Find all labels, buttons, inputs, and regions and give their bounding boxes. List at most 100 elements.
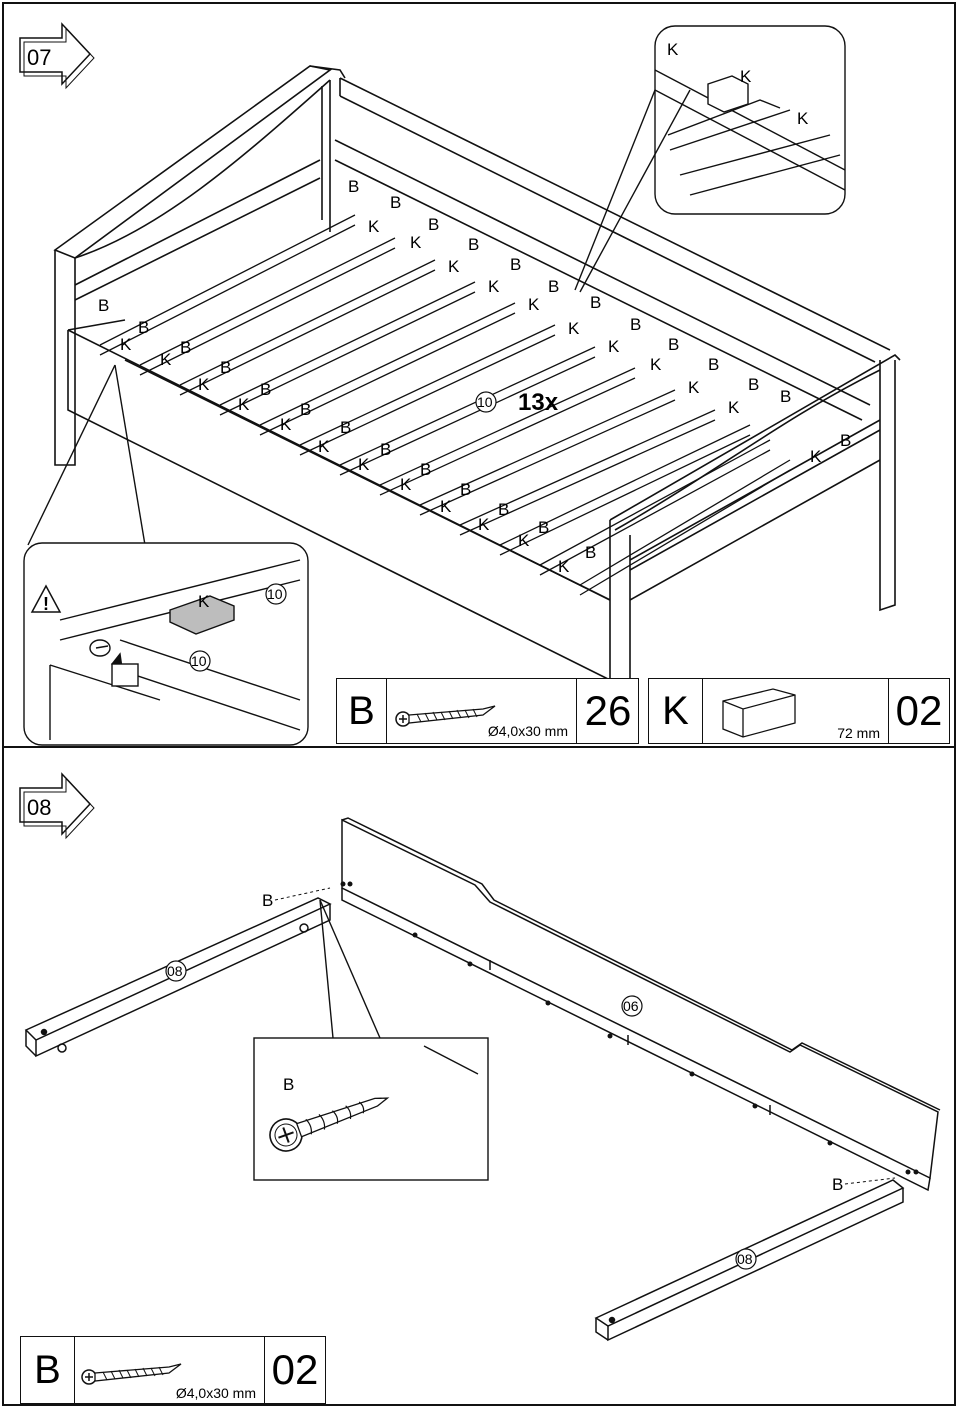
- part-icon-cell: Ø4,0x30 mm: [75, 1337, 265, 1403]
- screw-label: B: [300, 400, 311, 419]
- block-label: K: [528, 295, 540, 314]
- step-07-badge: 07: [19, 22, 95, 90]
- rail-part-circle: [165, 960, 187, 982]
- block-label: K: [410, 233, 422, 252]
- block-label: K: [478, 515, 490, 534]
- screw-label: B: [630, 315, 641, 334]
- slat-part-number: 10: [477, 394, 493, 410]
- svg-text:!: !: [43, 594, 49, 614]
- slats: [99, 214, 791, 596]
- screw-label: B: [260, 380, 271, 399]
- block-label: K: [488, 277, 500, 296]
- block-label: K: [368, 217, 380, 236]
- screw-label: B: [780, 387, 791, 406]
- slat-part-callout: 10 13x: [475, 389, 559, 416]
- part-qty-cell: 02: [889, 679, 949, 743]
- warning-icon: !: [30, 584, 62, 614]
- block-label: K: [688, 378, 700, 397]
- side-panel-holes: [412, 932, 833, 1146]
- screw-label: B: [420, 460, 431, 479]
- slat-count: 13x: [518, 389, 559, 416]
- rail-part-circle: [735, 1248, 757, 1270]
- block-label: K: [797, 109, 809, 128]
- detail-block-label: K: [198, 592, 210, 611]
- screw-label: B: [510, 255, 521, 274]
- part-icon-cell: Ø4,0x30 mm: [387, 679, 577, 743]
- panel-part-circle: [621, 995, 643, 1017]
- screw-label: B: [138, 318, 149, 337]
- screw-label: B: [832, 1175, 843, 1194]
- left-rail: [24, 897, 332, 1058]
- block-label: K: [280, 415, 292, 434]
- block-label: K: [608, 337, 620, 356]
- part-quantity: 26: [584, 687, 632, 734]
- step-divider: [2, 746, 956, 748]
- step-07-number: 07: [27, 45, 51, 70]
- screw-label: B: [708, 355, 719, 374]
- part-qty-cell: 26: [577, 679, 639, 743]
- right-rail: [594, 1179, 905, 1342]
- part-letter: B: [34, 1348, 61, 1392]
- part-size: 72 mm: [837, 725, 880, 741]
- block-label: K: [358, 455, 370, 474]
- part-quantity: 02: [271, 1346, 319, 1393]
- part-letter-cell: K: [649, 679, 703, 743]
- screw-label: B: [840, 431, 851, 450]
- screw-label: B: [748, 375, 759, 394]
- part-quantity: 02: [895, 687, 943, 734]
- block-label: K: [160, 350, 172, 369]
- rail-part-number: 08: [167, 963, 183, 979]
- screw-label: B: [468, 235, 479, 254]
- step-08-number: 08: [27, 795, 51, 820]
- block-label: K: [740, 67, 752, 86]
- part-letter: B: [348, 689, 375, 733]
- slat-fastener-labels: B B B B B B B B B B B B B B B B B B B B …: [98, 177, 851, 576]
- screw-label: B: [220, 358, 231, 377]
- screw-label: B: [348, 177, 359, 196]
- block-label: K: [810, 447, 822, 466]
- block-label: K: [667, 40, 679, 59]
- parts-box-screws-step8: B Ø4,0x30 mm 02: [20, 1336, 326, 1404]
- block-label: K: [318, 437, 330, 456]
- block-label: K: [650, 355, 662, 374]
- block-label: K: [198, 375, 210, 394]
- screw-label: B: [380, 440, 391, 459]
- detail-screw-label: B: [283, 1075, 294, 1094]
- daybed-frame: [53, 65, 901, 681]
- screw-detail-icon: [269, 1097, 390, 1152]
- part-size: Ø4,0x30 mm: [487, 723, 568, 739]
- part-icon-cell: 72 mm: [703, 679, 889, 743]
- screw-label: B: [585, 543, 596, 562]
- screw-label: B: [390, 193, 401, 212]
- block-label: K: [440, 497, 452, 516]
- block-label: K: [238, 395, 250, 414]
- detail-part-number: 10: [267, 586, 283, 602]
- panel-part-number: 06: [623, 998, 639, 1014]
- screw-label: B: [538, 518, 549, 537]
- step-08-badge: 08: [19, 772, 95, 840]
- parts-box-screws-step7: B Ø4,0x30 mm 26: [336, 678, 639, 744]
- block-label: K: [568, 319, 580, 338]
- detail-part-number: 10: [191, 653, 207, 669]
- zoom-detail-bottom-labels: K 10 10: [189, 583, 287, 672]
- side-panel: [341, 817, 941, 1192]
- screw-label: B: [498, 500, 509, 519]
- block-label: K: [558, 557, 570, 576]
- screw-label: B: [428, 215, 439, 234]
- screw-label: B: [340, 418, 351, 437]
- part-letter-cell: B: [21, 1337, 75, 1403]
- screw-label: B: [98, 296, 109, 315]
- step8-screw-callouts: [274, 887, 896, 1185]
- block-label: K: [728, 398, 740, 417]
- block-label: K: [518, 531, 530, 550]
- screw-label: B: [262, 891, 273, 910]
- block-label: K: [448, 257, 460, 276]
- part-letter-cell: B: [337, 679, 387, 743]
- screw-label: B: [590, 293, 601, 312]
- part-size: Ø4,0x30 mm: [175, 1385, 256, 1401]
- zoom-detail-top-labels: K K K: [667, 40, 809, 128]
- parts-box-blocks-step7: K 72 mm 02: [648, 678, 950, 744]
- zoom-detail-top: [574, 25, 846, 293]
- block-label: K: [120, 335, 132, 354]
